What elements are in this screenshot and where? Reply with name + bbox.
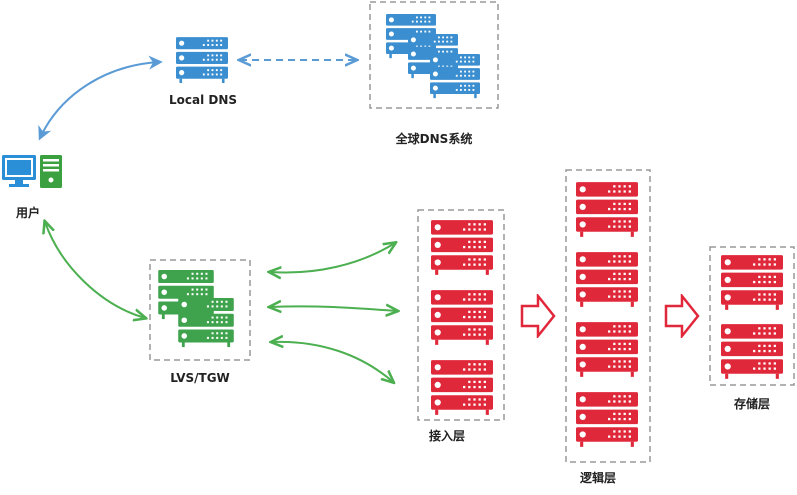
server-rack-icon bbox=[576, 322, 638, 377]
lvs-tgw-group: LVS/TGW bbox=[149, 259, 251, 385]
hollow-right-arrow-icon bbox=[664, 294, 700, 338]
user-lvs-arrow bbox=[45, 222, 145, 318]
user-label: 用户 bbox=[15, 205, 40, 220]
lvs-group-border bbox=[149, 259, 251, 361]
logic-layer-group: 逻辑层 bbox=[565, 169, 651, 485]
hollow-right-arrow-icon bbox=[520, 294, 556, 338]
server-rack-icon bbox=[576, 182, 638, 237]
logic-layer-border bbox=[565, 169, 651, 463]
server-rack-icon bbox=[178, 298, 234, 348]
storage-layer-group: 存储层 bbox=[709, 246, 795, 411]
server-rack-icon bbox=[721, 324, 783, 379]
storage-layer-label: 存储层 bbox=[733, 396, 770, 411]
access-layer-label: 接入层 bbox=[429, 428, 465, 443]
user-node: 用户 bbox=[2, 155, 62, 220]
lvs-tgw-label: LVS/TGW bbox=[170, 371, 230, 385]
lvs-access-arrow-bottom bbox=[272, 342, 393, 382]
access-layer-group: 接入层 bbox=[417, 209, 505, 443]
server-rack-icon bbox=[431, 360, 493, 415]
global-dns-group: 全球DNS系统 bbox=[369, 1, 499, 146]
logic-layer-label: 逻辑层 bbox=[580, 470, 616, 485]
local-dns-label: Local DNS bbox=[169, 93, 237, 107]
server-rack-icon bbox=[176, 37, 228, 84]
user-localdns-arrow bbox=[38, 55, 163, 141]
lvs-access-arrow-top bbox=[270, 243, 395, 273]
connectors bbox=[38, 55, 397, 382]
desktop-computer-icon bbox=[2, 155, 62, 188]
server-rack-icon bbox=[721, 255, 783, 310]
server-rack-icon bbox=[158, 270, 214, 320]
server-rack-icon bbox=[431, 220, 493, 275]
server-rack-icon bbox=[576, 392, 638, 447]
lvs-access-arrow-middle bbox=[270, 306, 397, 311]
storage-layer-border bbox=[709, 246, 795, 386]
access-layer-border bbox=[417, 209, 505, 421]
global-dns-label: 全球DNS系统 bbox=[395, 131, 473, 146]
server-rack-icon bbox=[576, 252, 638, 307]
server-rack-icon bbox=[431, 290, 493, 345]
local-dns-node: Local DNS bbox=[169, 37, 237, 107]
global-dns-group-border bbox=[369, 1, 499, 109]
server-rack-icon bbox=[430, 54, 480, 99]
